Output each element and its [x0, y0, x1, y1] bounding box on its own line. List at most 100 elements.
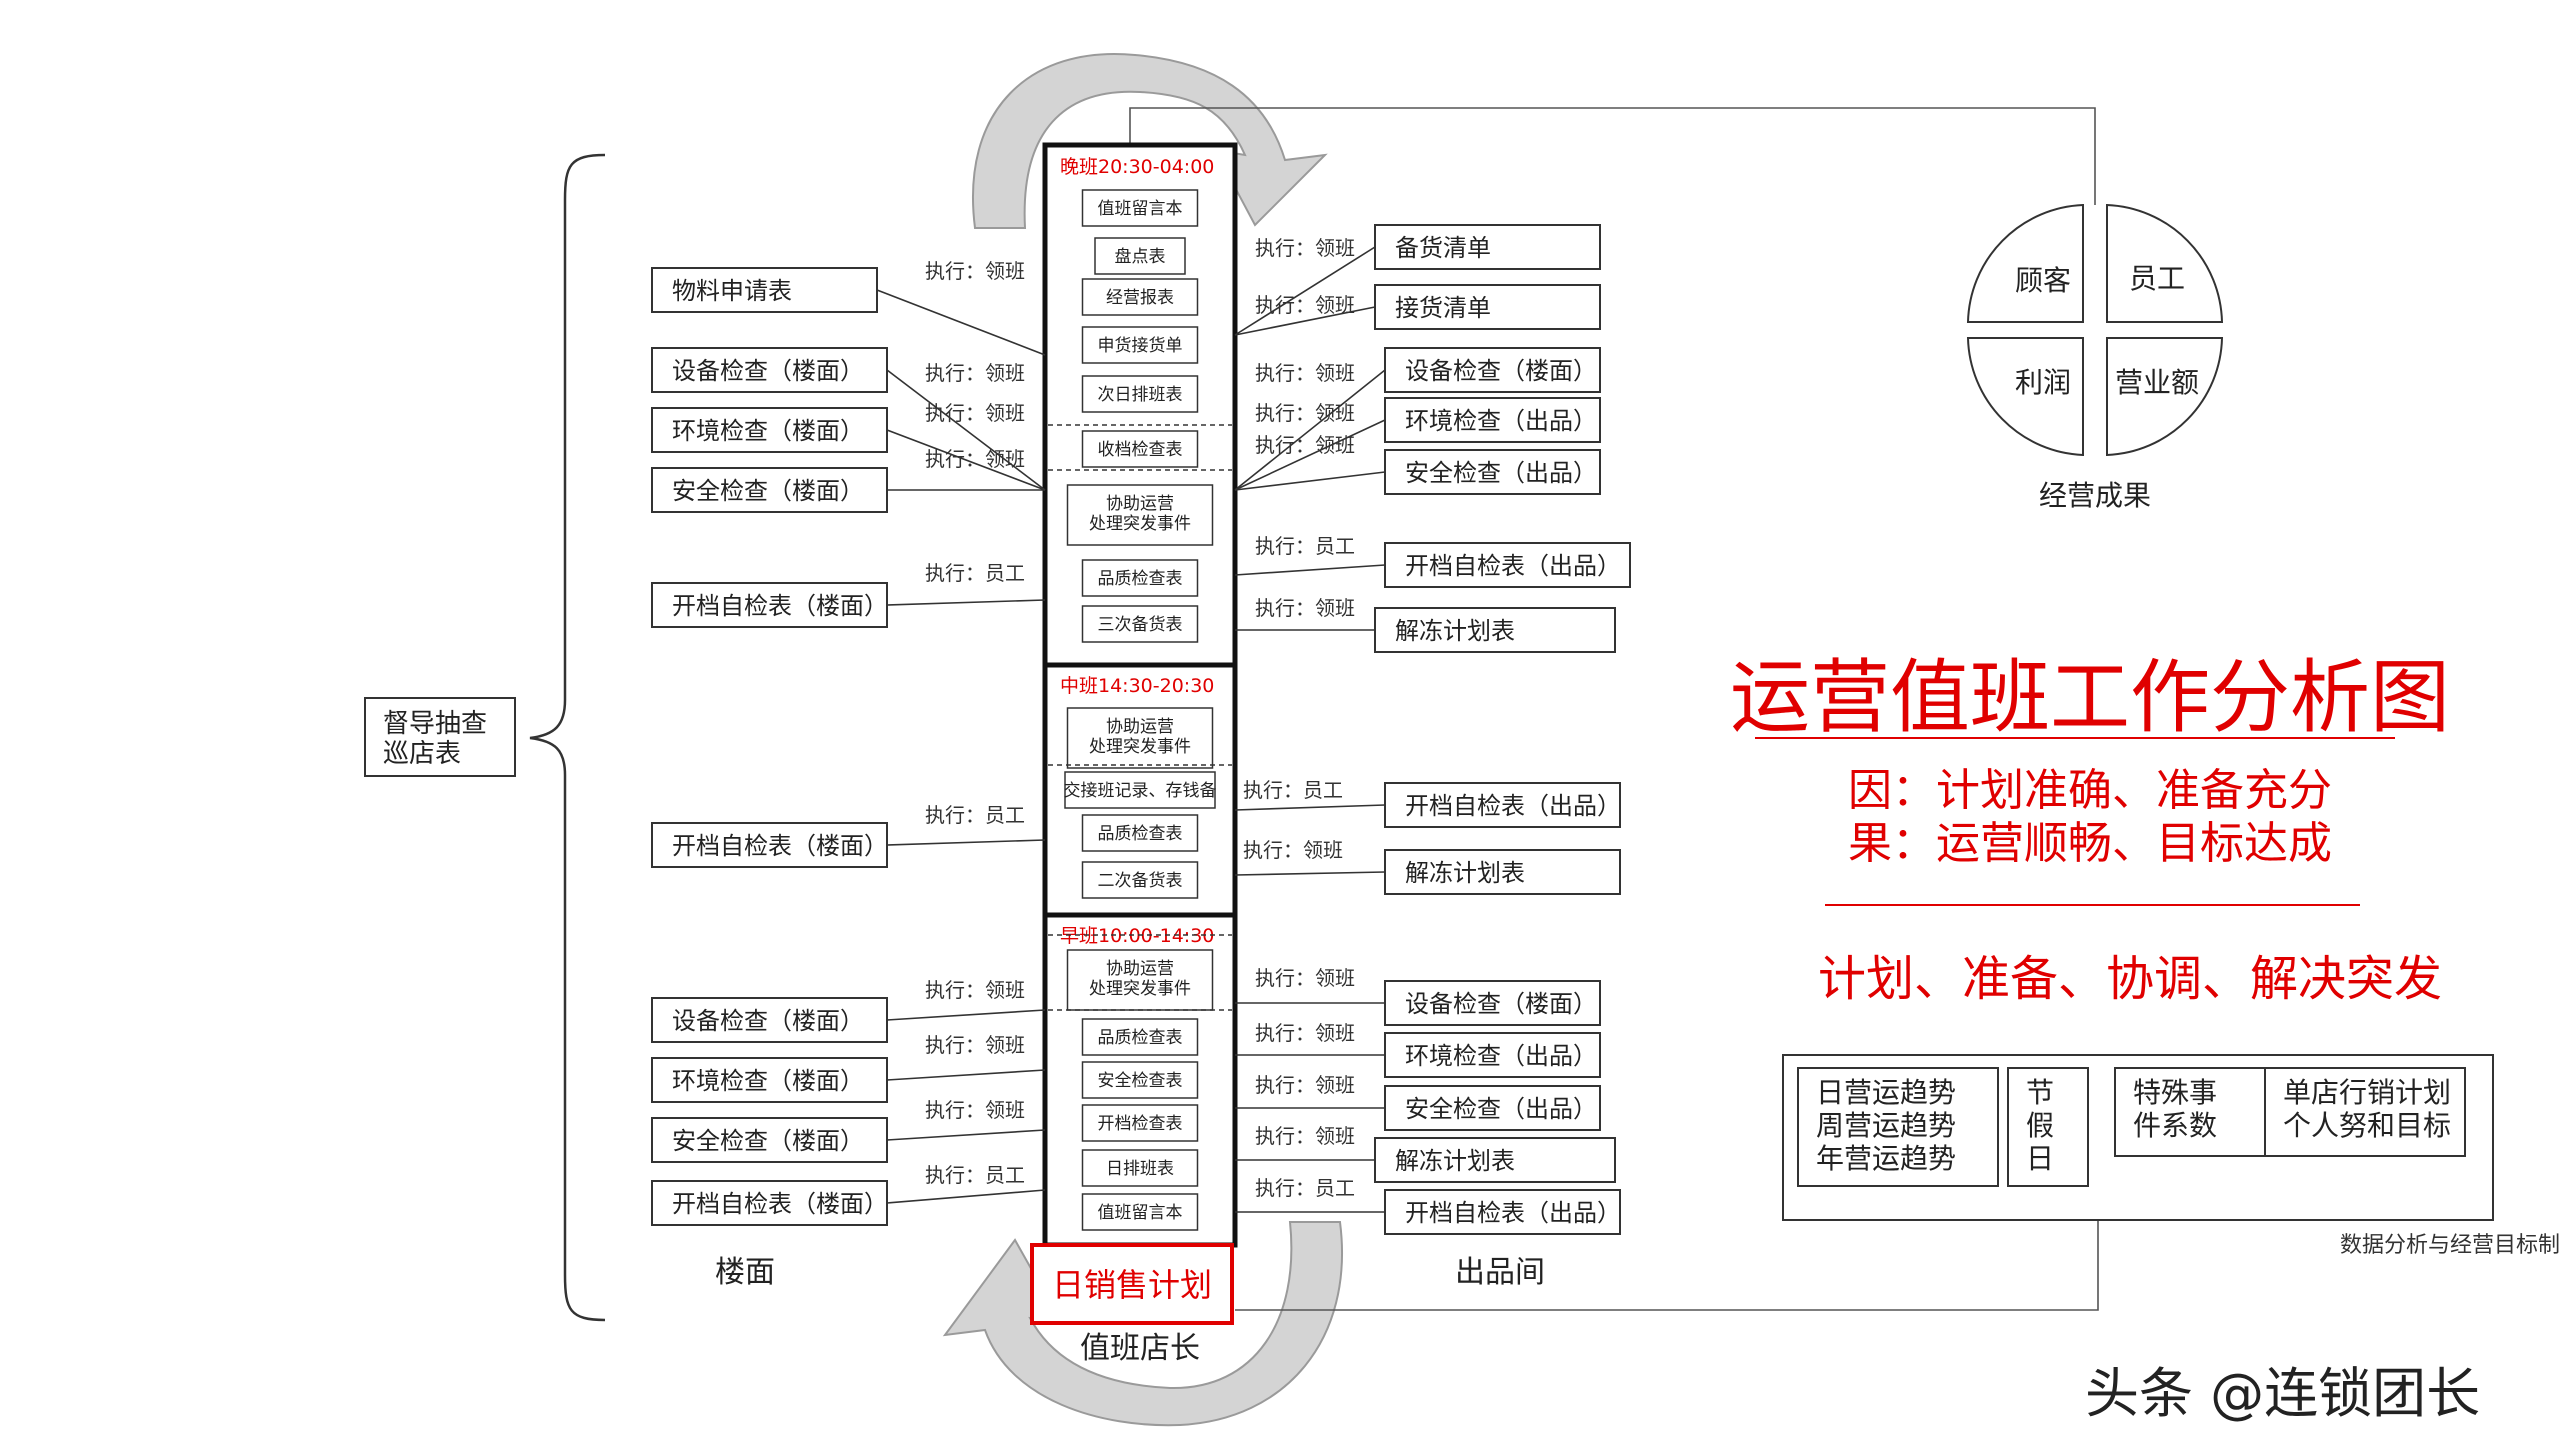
- kitchen-item[interactable]: 开档自检表（出品）: [1384, 542, 1631, 588]
- shift-name: 晚班20:30-04:00: [1060, 156, 1214, 178]
- quadrant-staff: [2106, 203, 2224, 323]
- kitchen-item[interactable]: 开档自检表（出品）: [1384, 1189, 1621, 1235]
- floor-item[interactable]: 环境检查（楼面）: [651, 407, 888, 453]
- analysis-box-line: 日: [2026, 1142, 2054, 1175]
- exec-label: 执行：领班: [925, 361, 1025, 385]
- floor-item[interactable]: 安全检查（楼面）: [651, 1117, 888, 1163]
- kitchen-item[interactable]: 环境检查（出品）: [1384, 397, 1601, 443]
- shift-task[interactable]: 盘点表: [1094, 237, 1186, 275]
- exec-label: 执行：领班: [1255, 1073, 1355, 1097]
- exec-label: 执行：领班: [925, 978, 1025, 1002]
- shift-name: 中班14:30-20:30: [1060, 675, 1214, 697]
- kitchen-item-label: 设备检查（楼面）: [1405, 357, 1597, 385]
- cycle-arrow-bottom: [942, 1221, 1343, 1427]
- kitchen-item-label: 解冻计划表: [1395, 1147, 1515, 1175]
- kitchen-item[interactable]: 接货清单: [1374, 284, 1601, 330]
- shift-task[interactable]: 开档检查表: [1081, 1104, 1199, 1142]
- floor-item[interactable]: 设备检查（楼面）: [651, 347, 888, 393]
- floor-item[interactable]: 物料申请表: [651, 267, 878, 313]
- exec-label: 执行：员工: [1243, 778, 1343, 802]
- shift-task[interactable]: 安全检查表: [1081, 1061, 1199, 1099]
- kitchen-item[interactable]: 安全检查（出品）: [1384, 1085, 1601, 1131]
- kitchen-item[interactable]: 环境检查（出品）: [1384, 1032, 1601, 1078]
- connector: [886, 369, 1046, 491]
- floor-item[interactable]: 开档自检表（楼面）: [651, 582, 888, 628]
- kitchen-item[interactable]: 解冻计划表: [1384, 849, 1621, 895]
- floor-item[interactable]: 安全检查（楼面）: [651, 467, 888, 513]
- connector: [886, 1189, 1046, 1204]
- kitchen-item-label: 解冻计划表: [1395, 617, 1515, 645]
- shift-task[interactable]: 品质检查表: [1081, 559, 1199, 597]
- analysis-box-line: 单店行销计划: [2283, 1076, 2451, 1109]
- kitchen-item-label: 备货清单: [1395, 234, 1491, 262]
- shift-task-label: 经营报表: [1106, 288, 1174, 308]
- shift-task[interactable]: 交接班记录、存钱备: [1064, 771, 1217, 809]
- shift-task[interactable]: 申货接货单: [1081, 326, 1199, 364]
- analysis-label: 数据分析与经营目标制定: [2340, 1233, 2560, 1258]
- right-group-label: 出品间: [1455, 1255, 1545, 1290]
- shift-column: 晚班20:30-04:00值班留言本盘点表经营报表申货接货单次日排班表收档检查表…: [1042, 142, 1238, 1248]
- shift-task[interactable]: 三次备货表: [1081, 605, 1199, 643]
- shift-task[interactable]: 次日排班表: [1081, 375, 1199, 413]
- shift-task[interactable]: 值班留言本: [1081, 189, 1199, 227]
- kitchen-item[interactable]: 开档自检表（出品）: [1384, 782, 1621, 828]
- daily-plan-label: 日销售计划: [1052, 1266, 1212, 1304]
- kitchen-item[interactable]: 安全检查（出品）: [1384, 449, 1601, 495]
- quadrant-customer: [1966, 203, 2084, 323]
- exec-label: 执行：领班: [925, 1033, 1025, 1057]
- analysis-box[interactable]: 节假日: [2007, 1067, 2089, 1187]
- shift-task[interactable]: 品质检查表: [1081, 1018, 1199, 1056]
- shift-task[interactable]: 品质检查表: [1081, 814, 1199, 852]
- connector: [876, 289, 1046, 356]
- kitchen-item-label: 安全检查（出品）: [1405, 459, 1597, 487]
- connector: [886, 429, 1046, 491]
- floor-item-label: 开档自检表（楼面）: [672, 832, 888, 860]
- kitchen-item-label: 设备检查（楼面）: [1405, 990, 1597, 1018]
- kitchen-item[interactable]: 设备检查（楼面）: [1384, 980, 1601, 1026]
- connector: [1234, 564, 1386, 576]
- shift-task-label: 协助运营: [1106, 494, 1174, 514]
- main-title: 运营值班工作分析图: [1730, 651, 2450, 744]
- left-brace: [529, 153, 606, 1322]
- shift-task[interactable]: 收档检查表: [1081, 430, 1199, 468]
- exec-label: 执行：领班: [1255, 361, 1355, 385]
- connector: [1234, 246, 1376, 336]
- exec-label: 执行：员工: [1255, 534, 1355, 558]
- kitchen-item[interactable]: 解冻计划表: [1374, 607, 1616, 653]
- shift-task-label: 品质检查表: [1098, 824, 1183, 844]
- kitchen-item-label: 开档自检表（出品）: [1405, 1199, 1621, 1227]
- connector: [886, 599, 1046, 606]
- supervisor-box[interactable]: 督导抽查 巡店表: [364, 697, 516, 777]
- analysis-box-line: 特殊事: [2133, 1076, 2217, 1109]
- shift-task[interactable]: 值班留言本: [1081, 1193, 1199, 1231]
- shift-task[interactable]: 经营报表: [1081, 278, 1199, 316]
- shift-task-label: 开档检查表: [1098, 1114, 1183, 1134]
- exec-label: 执行：领班: [1255, 966, 1355, 990]
- kitchen-item[interactable]: 备货清单: [1374, 224, 1601, 270]
- analysis-box-line: 件系数: [2133, 1109, 2217, 1142]
- shift-task[interactable]: 日排班表: [1081, 1149, 1199, 1187]
- exec-label: 执行：员工: [925, 561, 1025, 585]
- shift-task-label: 安全检查表: [1098, 1071, 1183, 1091]
- daily-plan-box[interactable]: 日销售计划: [1030, 1243, 1234, 1325]
- floor-item[interactable]: 环境检查（楼面）: [651, 1057, 888, 1103]
- shift-task[interactable]: 二次备货表: [1081, 861, 1199, 899]
- shift-task-label: 协助运营: [1106, 717, 1174, 737]
- kitchen-item[interactable]: 设备检查（楼面）: [1384, 347, 1601, 393]
- floor-item[interactable]: 开档自检表（楼面）: [651, 822, 888, 868]
- analysis-box-line: 年营运趋势: [1816, 1142, 1956, 1175]
- floor-item[interactable]: 设备检查（楼面）: [651, 997, 888, 1043]
- kitchen-item[interactable]: 解冻计划表: [1374, 1137, 1616, 1183]
- floor-item-label: 安全检查（楼面）: [672, 477, 864, 505]
- shift-task-label: 三次备货表: [1098, 615, 1183, 635]
- floor-item-label: 安全检查（楼面）: [672, 1127, 864, 1155]
- floor-item[interactable]: 开档自检表（楼面）: [651, 1180, 888, 1226]
- supervisor-line1: 督导抽查: [383, 709, 487, 739]
